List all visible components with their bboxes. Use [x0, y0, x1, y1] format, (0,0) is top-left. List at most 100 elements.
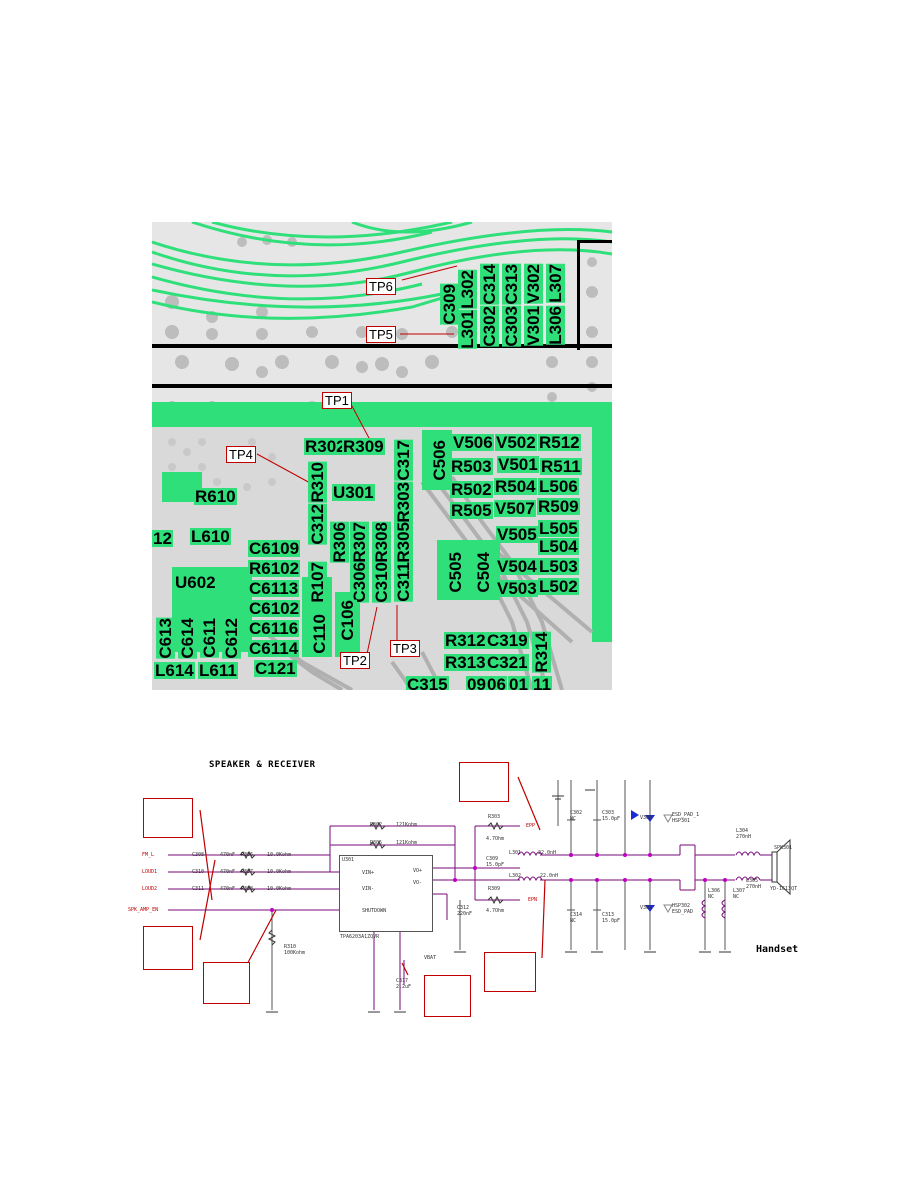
net-label: FM_L [142, 852, 155, 858]
designator-label: R505 [450, 501, 493, 520]
designator-label: C314 [480, 264, 499, 305]
chip-part-label: TPA6203A1ZQVR [340, 934, 380, 940]
component-label: R306 [241, 852, 254, 858]
designator-label: R512 [538, 433, 581, 452]
designator-label: R511 [540, 457, 582, 476]
component-label: L304 [736, 828, 749, 834]
designator-label: R302 [304, 437, 347, 456]
component-label: C313 [602, 912, 615, 918]
designator-label: L307 [546, 264, 565, 303]
component-label: C317 [396, 978, 409, 984]
designator-label: C614 [178, 618, 197, 659]
designator-label: 11 [532, 676, 552, 690]
net-label: LOUD2 [142, 886, 158, 892]
designator-label: C313 [502, 264, 521, 305]
component-value: 270nH [746, 884, 762, 890]
component-label: R309 [488, 886, 501, 892]
component-label: R310 [284, 944, 297, 950]
designator-label: V504 [496, 557, 538, 576]
designator-label: R6102 [248, 559, 301, 578]
annotation-box [143, 798, 193, 838]
component-value: 121Kohm [396, 822, 418, 828]
designator-label: R309 [342, 437, 385, 456]
component-value: 15.0pF [486, 862, 505, 868]
component-label: R305 [370, 840, 383, 846]
component-value: NC [570, 918, 577, 924]
designator-label: L301 [458, 310, 477, 349]
designator-label: U301 [332, 483, 375, 502]
designator-label: C6102 [248, 599, 301, 618]
designator-label: C613 [156, 618, 175, 659]
component-label: L305 [746, 878, 759, 884]
designator-label: V506 [452, 433, 494, 452]
test-point-tp3: TP3 [390, 640, 420, 657]
designator-label: C121 [254, 659, 297, 678]
pcb-layout-view: TP6 TP5 TP1 TP4 TP2 TP3 C309 L302 L301 C… [152, 222, 612, 690]
designator-label: R305 [394, 522, 413, 563]
designator-label: C311 [394, 562, 413, 602]
component-value: 220nF [457, 911, 473, 917]
annotation-box [484, 952, 536, 992]
designator-label: C6116 [248, 619, 300, 638]
chip-pin-label: VO+ [413, 868, 423, 874]
component-value: 22.0nH [538, 850, 557, 856]
annotation-box [424, 975, 471, 1017]
designator-label: R610 [194, 487, 237, 506]
designator-label: L503 [538, 557, 579, 576]
test-point-tp5: TP5 [366, 326, 396, 343]
designator-label: R307 [350, 522, 369, 563]
designator-label: C6109 [248, 539, 301, 558]
component-value: YD-1613QT [770, 886, 798, 892]
component-label: L306 [708, 888, 721, 894]
designator-label: R503 [450, 457, 493, 476]
designator-label: R502 [450, 480, 493, 499]
designator-label: 09 [466, 676, 487, 690]
designator-label: L506 [538, 477, 579, 496]
designator-label: L306 [546, 306, 565, 345]
component-label: C308 [192, 852, 205, 858]
net-label: EPP [526, 823, 536, 829]
schematic-title: SPEAKER & RECEIVER [209, 760, 316, 770]
designator-label: V507 [494, 499, 536, 518]
designator-label: L505 [538, 519, 579, 538]
component-value: 15.0pF [602, 816, 621, 822]
component-value: NC [733, 894, 740, 900]
designator-label: C6114 [248, 639, 300, 658]
component-value: 10.0Kohm [267, 869, 292, 875]
designator-label: L504 [538, 537, 579, 556]
component-label: R303 [488, 814, 501, 820]
amplifier-chip [339, 855, 433, 932]
component-label: L301 [509, 850, 522, 856]
component-label: C309 [486, 856, 499, 862]
designator-label: C319 [486, 631, 529, 650]
designator-label: R107 [308, 562, 327, 603]
designator-label: L502 [538, 577, 579, 596]
designator-label: C504 [474, 552, 493, 593]
component-label: L302 [509, 873, 522, 879]
designator-label: V302 [524, 264, 543, 304]
component-label: C311 [192, 886, 205, 892]
net-label: LOUD1 [142, 869, 158, 875]
designator-label: R310 [308, 462, 327, 503]
component-label: C310 [192, 869, 205, 875]
designator-label: R303 [394, 482, 413, 523]
chip-pin-label: VIN+ [362, 870, 375, 876]
designator-label: C303 [502, 306, 521, 347]
designator-label: 12 [152, 529, 173, 548]
component-label: HSP301 [672, 818, 691, 824]
component-value: 270nH [736, 834, 752, 840]
component-label: R307 [241, 869, 254, 875]
designator-label: R312 [444, 631, 487, 650]
component-value: 15.0pF [602, 918, 621, 924]
test-point-tp4: TP4 [226, 446, 256, 463]
component-label: V301 [640, 815, 653, 821]
designator-label: R314 [532, 632, 551, 673]
designator-label: C110 [310, 614, 329, 654]
component-value: 470nF [220, 886, 236, 892]
component-label: V302 [640, 905, 653, 911]
designator-label: R509 [537, 497, 580, 516]
component-value: 10.0Kohm [267, 852, 292, 858]
component-label: C314 [570, 912, 583, 918]
designator-label: C6113 [248, 579, 300, 598]
designator-label: C302 [480, 306, 499, 347]
